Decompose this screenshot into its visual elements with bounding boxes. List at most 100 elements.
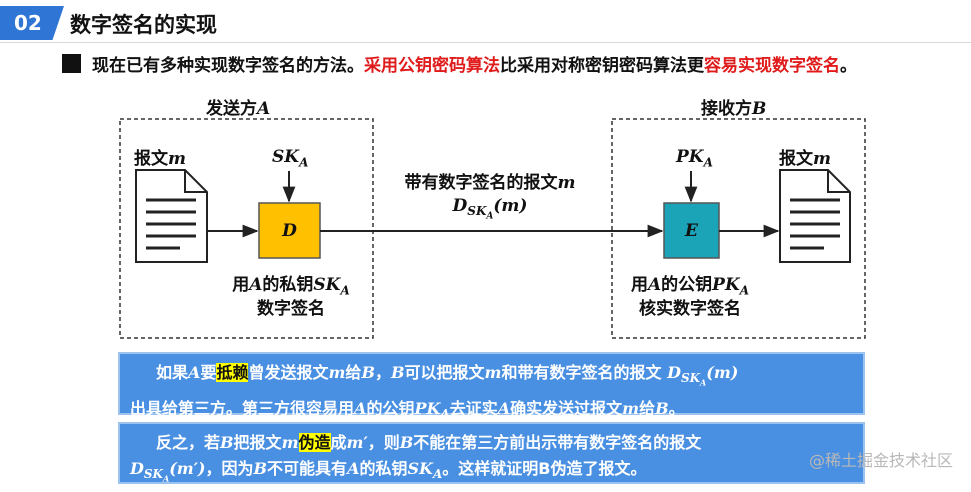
n2-t3: 成 [330, 433, 347, 452]
receiver-caption-key: PK [712, 275, 740, 295]
channel-formula-sub: SK [467, 204, 487, 219]
n1-v9: B [655, 398, 669, 418]
n2-t4: ，则 [367, 433, 400, 452]
signature-diagram [119, 118, 866, 339]
n1-t9: 的公钥 [366, 398, 415, 418]
section-number: 02 [14, 11, 42, 35]
note2-line2: DSKA(m′)，因为B不可能具有A的私钥SKA。这样就证明B伪造了报文。 [130, 456, 853, 492]
sender-caption-line2: 数字签名 [257, 299, 325, 319]
sender-doc-label: 报文m [134, 144, 186, 169]
n1-t11: 确实发送过报文 [510, 398, 623, 418]
n1-v8: m [622, 398, 640, 418]
receiver-document-icon [779, 169, 851, 263]
n2-t1: 反之，若 [156, 433, 221, 452]
note-repudiation: 如果A要抵赖曾发送报文m给B，B可以把报文m和带有数字签名的报文 DSKA(m)… [118, 352, 865, 421]
n2-v5: B [253, 459, 268, 478]
n2-f-sub: SK [143, 467, 163, 482]
bullet-square-icon [62, 54, 81, 73]
intro-part3: 比采用对称密钥密码算法更 [500, 56, 704, 76]
n1-t4: 给 [345, 363, 362, 382]
intro-highlight-public-key: 采用公钥密码算法 [364, 56, 500, 76]
sender-key-sub: A [299, 155, 309, 170]
receiver-caption-a: 用 [630, 275, 648, 295]
n2-f-main: D [130, 459, 144, 478]
channel-label-text: 带有数字签名的报文 [404, 173, 558, 193]
n2-highlight: 伪造 [298, 433, 331, 452]
sender-doc-var: m [168, 149, 186, 169]
receiver-key-sub: A [703, 155, 713, 170]
n1-t13: 。 [668, 398, 685, 418]
receiver-caption-var: A [647, 275, 662, 295]
receiver-caption-b: 的公钥 [661, 275, 713, 295]
n2-t2: 把报文 [233, 433, 282, 452]
sender-title: 发送方A [206, 94, 270, 119]
n1-k1-sub: A [440, 406, 450, 421]
n1-highlight: 抵赖 [216, 363, 249, 382]
receiver-caption-sub: A [739, 283, 750, 298]
header-divider [0, 42, 971, 43]
channel-formula-arg: (m) [493, 196, 528, 216]
n1-v7: A [497, 398, 511, 418]
n1-v1: A [188, 363, 201, 382]
section-number-badge: 02 [0, 6, 64, 40]
n1-f-arg: (m) [706, 363, 739, 382]
page-title: 数字签名的实现 [70, 13, 217, 37]
n1-v6: A [354, 398, 367, 418]
n2-k1: SK [407, 459, 433, 478]
n2-formula: DSKA(m′) [130, 459, 206, 484]
n1-v4: B [390, 363, 405, 382]
sender-frame [119, 118, 374, 339]
receiver-title-text: 接收方 [701, 99, 752, 119]
n2-t7: 不可能具有 [267, 459, 348, 478]
n1-f-subsub: A [700, 377, 707, 388]
n1-k1: PK [414, 398, 441, 418]
n1-v3: B [361, 363, 375, 382]
channel-formula-subsub: A [486, 211, 494, 222]
n1-f-main: D [667, 363, 681, 382]
sender-private-key-label: SKA [272, 147, 308, 169]
sender-caption-b: 的私钥 [262, 275, 314, 295]
n1-t3: 曾发送报文 [248, 363, 329, 382]
n2-t6: ，因为 [205, 459, 254, 478]
receiver-doc-label-text: 报文 [779, 149, 813, 169]
channel-label: 带有数字签名的报文m [380, 168, 600, 193]
sender-title-var: A [257, 99, 271, 119]
n1-v2: m [328, 363, 346, 382]
receiver-caption-line2: 核实数字签名 [639, 299, 741, 319]
sender-caption-line1: 用A的私钥SKA [196, 270, 386, 297]
sender-key-text: SK [272, 147, 300, 167]
receiver-public-key-label: PKA [676, 147, 713, 169]
intro-part1: 现在已有多种实现数字签名的方法。 [92, 56, 364, 76]
note-forgery: 反之，若B把报文m伪造成m′，则B不能在第三方前出示带有数字签名的报文 DSKA… [118, 422, 865, 484]
channel-formula-main: D [452, 196, 468, 216]
sender-title-text: 发送方 [206, 99, 257, 119]
intro-sentence: 现在已有多种实现数字签名的方法。采用公钥密码算法比采用对称密钥密码算法更容易实现… [92, 51, 857, 76]
n2-v1: B [220, 433, 234, 452]
n1-t1: 如果 [156, 363, 189, 382]
sender-document-icon [135, 169, 208, 263]
n2-v2: m [281, 433, 299, 452]
n2-f-arg: (m′) [169, 459, 206, 478]
n1-t6: 可以把报文 [404, 363, 485, 382]
n2-v3: m′ [346, 433, 368, 452]
n1-formula: DSKA(m) [667, 363, 739, 388]
n1-t7: 和带有数字签名的报文 [501, 363, 662, 382]
n2-t8: 的私钥 [359, 459, 408, 478]
note1-line1: 如果A要抵赖曾发送报文m给B，B可以把报文m和带有数字签名的报文 DSKA(m) [130, 360, 853, 396]
n2-t9: 。这样就证明B伪造了报文。 [442, 459, 647, 478]
receiver-doc-var: m [813, 149, 831, 169]
n2-f-subsub: A [162, 473, 170, 484]
intro-part5: 。 [840, 56, 857, 76]
verify-box-letter: E [685, 221, 698, 241]
n2-k1-sub: A [432, 467, 443, 482]
receiver-key-text: PK [676, 147, 704, 167]
n1-t2: 要 [200, 363, 217, 382]
note2-line1: 反之，若B把报文m伪造成m′，则B不能在第三方前出示带有数字签名的报文 [130, 430, 853, 456]
receiver-caption-line1: 用A的公钥PKA [595, 270, 785, 297]
n2-v6: A [347, 459, 360, 478]
receiver-doc-label: 报文m [779, 144, 831, 169]
channel-label-var: m [557, 173, 576, 193]
sign-box-letter: D [282, 221, 297, 241]
n1-t8: 出具给第三方。第三方很容易用 [130, 398, 355, 418]
receiver-title-var: B [752, 99, 767, 119]
